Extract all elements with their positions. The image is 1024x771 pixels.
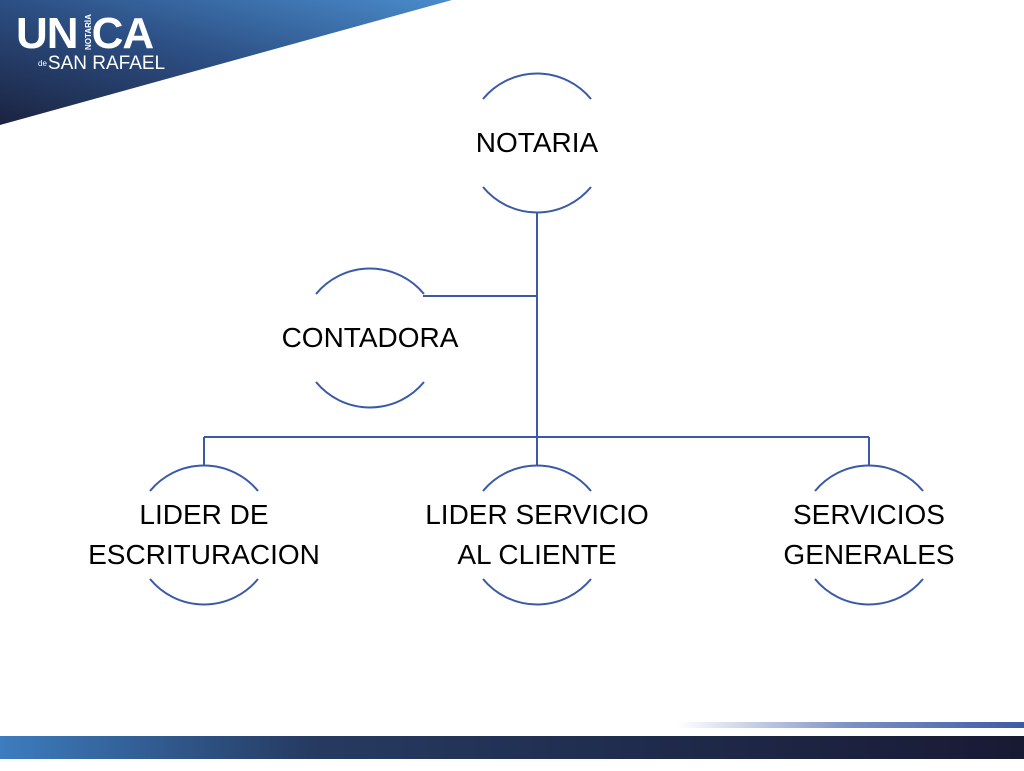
node-contadora-arc-bottom	[315, 381, 425, 409]
node-lider-servicio-cliente-arc-bottom	[482, 578, 592, 606]
logo-vertical: NOTARÍA	[84, 14, 93, 50]
logo-subtitle: deSAN RAFAEL	[38, 53, 166, 74]
node-lider-escrituracion-arc-top	[149, 464, 259, 492]
footer-accent-line	[678, 722, 1024, 728]
node-notaria: NOTARIA	[475, 127, 599, 158]
node-contadora-arc-top	[315, 267, 425, 295]
node-lider-escrituracion: LIDER DE ESCRITURACION	[88, 499, 320, 570]
node-servicios-generales: SERVICIOS GENERALES	[783, 499, 955, 570]
node-notaria-arc-top	[482, 72, 592, 100]
footer-bar	[0, 736, 1024, 759]
node-servicios-generales-arc-bottom	[814, 578, 924, 606]
node-lider-servicio-cliente: LIDER SERVICIO AL CLIENTE	[425, 499, 649, 570]
node-servicios-generales-arc-top	[814, 464, 924, 492]
node-contadora: CONTADORA	[281, 322, 459, 353]
header-banner	[0, 0, 452, 125]
node-notaria-arc-bottom	[482, 186, 592, 214]
node-lider-servicio-cliente-arc-top	[482, 464, 592, 492]
org-connectors	[203, 213, 870, 465]
node-lider-escrituracion-arc-bottom	[149, 578, 259, 606]
